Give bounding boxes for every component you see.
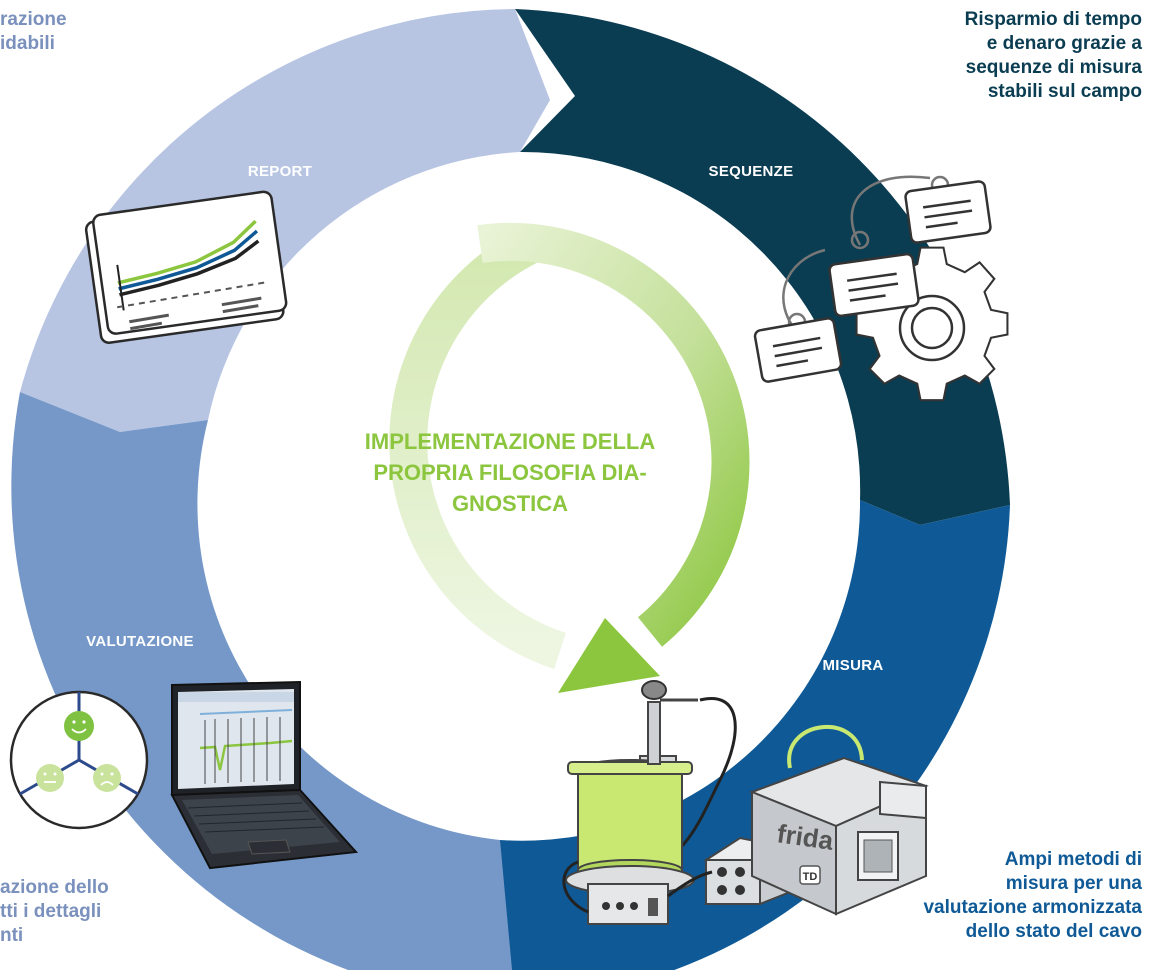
- segment-label-misura: MISURA: [823, 657, 884, 674]
- neutral-face-icon: [36, 764, 64, 792]
- callout-report-line: idabili: [0, 33, 55, 54]
- callout-sequenze-line: Risparmio di tempo: [964, 9, 1142, 30]
- callout-misura-line: valutazione armonizzata: [923, 897, 1142, 918]
- segment-label-sequenze: SEQUENZE: [709, 163, 794, 180]
- center-title-line-1: IMPLEMENTAZIONE DELLA: [365, 429, 656, 454]
- callout-report: razione idabili: [0, 8, 67, 56]
- callout-misura-line: misura per una: [1005, 873, 1142, 894]
- callout-misura: Ampi metodi di misura per una valutazion…: [923, 848, 1142, 944]
- callout-valutazione: azione dello tti i dettagli nti: [0, 876, 109, 948]
- callout-misura-line: dello stato del cavo: [965, 921, 1142, 942]
- segment-sequenze: [515, 9, 1010, 525]
- callout-sequenze-line: sequenze di misura: [965, 57, 1142, 78]
- callout-misura-line: Ampi metodi di: [1004, 849, 1142, 870]
- happy-face-icon: [64, 711, 94, 741]
- segment-label-report: REPORT: [248, 163, 312, 180]
- segment-valutazione: [11, 392, 513, 970]
- callout-sequenze-line: stabili sul campo: [987, 81, 1142, 102]
- report-chart-icon: [84, 190, 288, 344]
- segment-label-valutazione: VALUTAZIONE: [86, 633, 194, 650]
- sequence-cards-gear-icon: [753, 175, 1009, 402]
- center-arrow-head: [558, 618, 660, 693]
- device-badge-label: TD: [803, 871, 818, 883]
- center-arrow-right-arc: [477, 222, 750, 647]
- callout-valutazione-line: nti: [0, 925, 24, 946]
- center-title-line-3: GNOSTICA: [452, 491, 568, 516]
- callout-valutazione-line: azione dello: [0, 877, 109, 898]
- sad-face-icon: [93, 764, 121, 792]
- center-title-line-2: PROPRIA FILOSOFIA DIA-: [373, 460, 646, 485]
- callout-sequenze-line: e denaro grazie a: [986, 33, 1142, 54]
- measurement-devices-icon: frida TD: [562, 680, 929, 925]
- callout-valutazione-line: tti i dettagli: [0, 901, 102, 922]
- laptop-icon: [170, 680, 359, 870]
- callout-report-line: razione: [0, 9, 67, 30]
- rating-faces-icon: [9, 690, 149, 830]
- callout-sequenze: Risparmio di tempo e denaro grazie a seq…: [965, 8, 1142, 104]
- center-arrow-left-arc: [389, 228, 566, 670]
